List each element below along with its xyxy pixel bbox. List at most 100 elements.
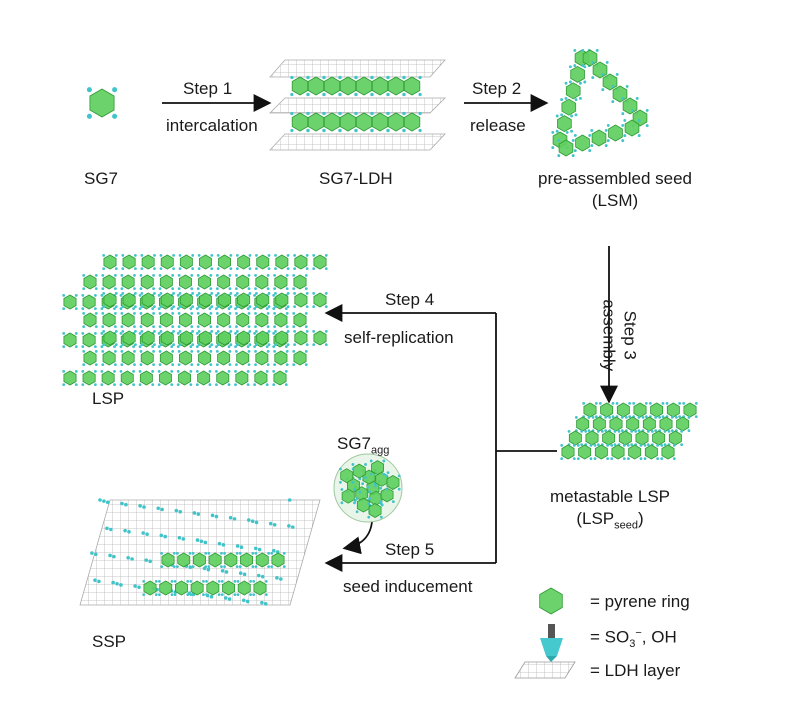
sulfonate-dot (245, 599, 250, 604)
pyrene-hexagon (293, 274, 307, 290)
sulfonate-tip (189, 307, 193, 311)
sulfonate-tip (235, 363, 238, 367)
sulfonate-tip (139, 325, 143, 329)
sulfonate-tip (157, 307, 161, 311)
sulfonate-tip (153, 291, 156, 295)
sulfonate-tip (209, 273, 213, 277)
sulfonate-tip (171, 311, 175, 315)
sulfonate-tip (265, 369, 269, 373)
sulfonate-tip (370, 75, 374, 80)
sulfonate-tip (153, 267, 156, 271)
legend-so3-prefix: = SO (590, 627, 630, 647)
sulfonate-dot (126, 556, 130, 560)
pyrene-hexagon (683, 402, 697, 418)
sulfonate-tip (596, 429, 600, 433)
sulfonate-tip (100, 383, 104, 387)
pyrene-hexagon (592, 416, 606, 432)
sulfonate-tip (151, 307, 155, 311)
sulfonate-tip (593, 443, 597, 447)
sulfonate-tip (661, 401, 665, 405)
pyrene-hexagon (339, 112, 357, 132)
pyrene-hexagon (82, 294, 96, 310)
sulfonate-tip (266, 311, 270, 315)
sulfonate-tip (622, 443, 626, 447)
sulfonate-tip (189, 369, 193, 373)
sulfonate-tip (628, 401, 632, 405)
sulfonate-tip (139, 349, 143, 353)
sulfonate-dot (290, 525, 295, 529)
sulfonate-tip (292, 311, 296, 315)
seed-label-line2: (LSM) (591, 191, 639, 210)
sulfonate-tip (581, 48, 585, 52)
sulfonate-tip (195, 369, 199, 373)
pyrene-hexagon (661, 444, 675, 460)
sg7agg-label: SG7agg (337, 435, 389, 456)
sulfonate-dot (192, 511, 197, 515)
sulfonate-tip (114, 253, 118, 257)
sulfonate-tip (195, 345, 199, 349)
sulfonate-tip (138, 345, 142, 349)
sulfonate-tip (267, 291, 271, 295)
sulfonate-tip (140, 267, 144, 271)
sulfonate-tip (274, 343, 277, 347)
sulfonate-tip (254, 565, 258, 569)
sulfonate-tip (284, 345, 288, 349)
sulfonate-tip (100, 345, 104, 349)
pyrene-hexagon (198, 312, 212, 328)
sulfonate-tip (254, 287, 257, 291)
pyrene-hexagon (122, 330, 136, 346)
sulfonate-tip (202, 593, 205, 597)
sulfonate-dot (199, 539, 204, 544)
sulfonate-tip (177, 363, 181, 367)
sulfonate-tip (610, 443, 614, 447)
pyrene-hexagon (609, 416, 623, 432)
sulfonate-tip (82, 273, 86, 277)
sulfonate-tip (253, 331, 257, 335)
sulfonate-tip (159, 291, 163, 295)
sulfonate-tip (210, 253, 214, 257)
sulfonate-dot (102, 499, 106, 503)
pyrene-hexagon (600, 402, 614, 418)
pyrene-hexagon (275, 254, 289, 270)
sulfonate-tip (101, 311, 105, 315)
sulfonate-dot (120, 501, 124, 506)
sulfonate-tip (418, 92, 422, 97)
pyrene-hexagon (271, 552, 285, 568)
sulfonate-tip (133, 291, 137, 295)
pyrene-hexagon (82, 370, 96, 386)
sulfonate-tip (606, 457, 610, 461)
sulfonate-tip (304, 273, 308, 277)
sulfonate-tip (254, 551, 258, 555)
pyrene-hexagon (313, 254, 327, 270)
sulfonate-tip (113, 369, 116, 373)
sulfonate-tip (190, 273, 194, 277)
metastable-base: (LSP (576, 509, 615, 528)
ssp-illustration (79, 498, 321, 606)
sulfonate-tip (273, 287, 277, 291)
pyrene-hexagon (256, 292, 270, 308)
legend-so3-sub: 3 (629, 638, 636, 651)
sulfonate-tip (121, 329, 125, 333)
sulfonate-tip (202, 579, 205, 583)
sulfonate-tip (560, 443, 564, 447)
sulfonate-tip (215, 293, 218, 297)
sulfonate-tip (678, 401, 682, 405)
sulfonate-tip (209, 311, 213, 315)
pyrene-hexagon (179, 254, 193, 270)
pyrene-hexagon (644, 444, 658, 460)
sulfonate-tip (119, 383, 123, 387)
pyrene-hexagon (557, 115, 572, 133)
pyrene-hexagon (103, 292, 117, 308)
sulfonate-dot (127, 530, 131, 534)
legend-sulfonate-icon (540, 624, 563, 662)
sulfonate-tip (568, 80, 572, 84)
sulfonate-tip (351, 463, 355, 466)
pyrene-hexagon (192, 552, 206, 568)
sulfonate-tip (621, 96, 625, 100)
pyrene-hexagon (159, 312, 173, 328)
sulfonate-tip (338, 75, 342, 80)
step4-action: self-replication (344, 328, 454, 347)
sulfonate-tip (324, 291, 328, 295)
sulfonate-tip (255, 343, 258, 347)
sulfonate-tip (94, 325, 98, 329)
